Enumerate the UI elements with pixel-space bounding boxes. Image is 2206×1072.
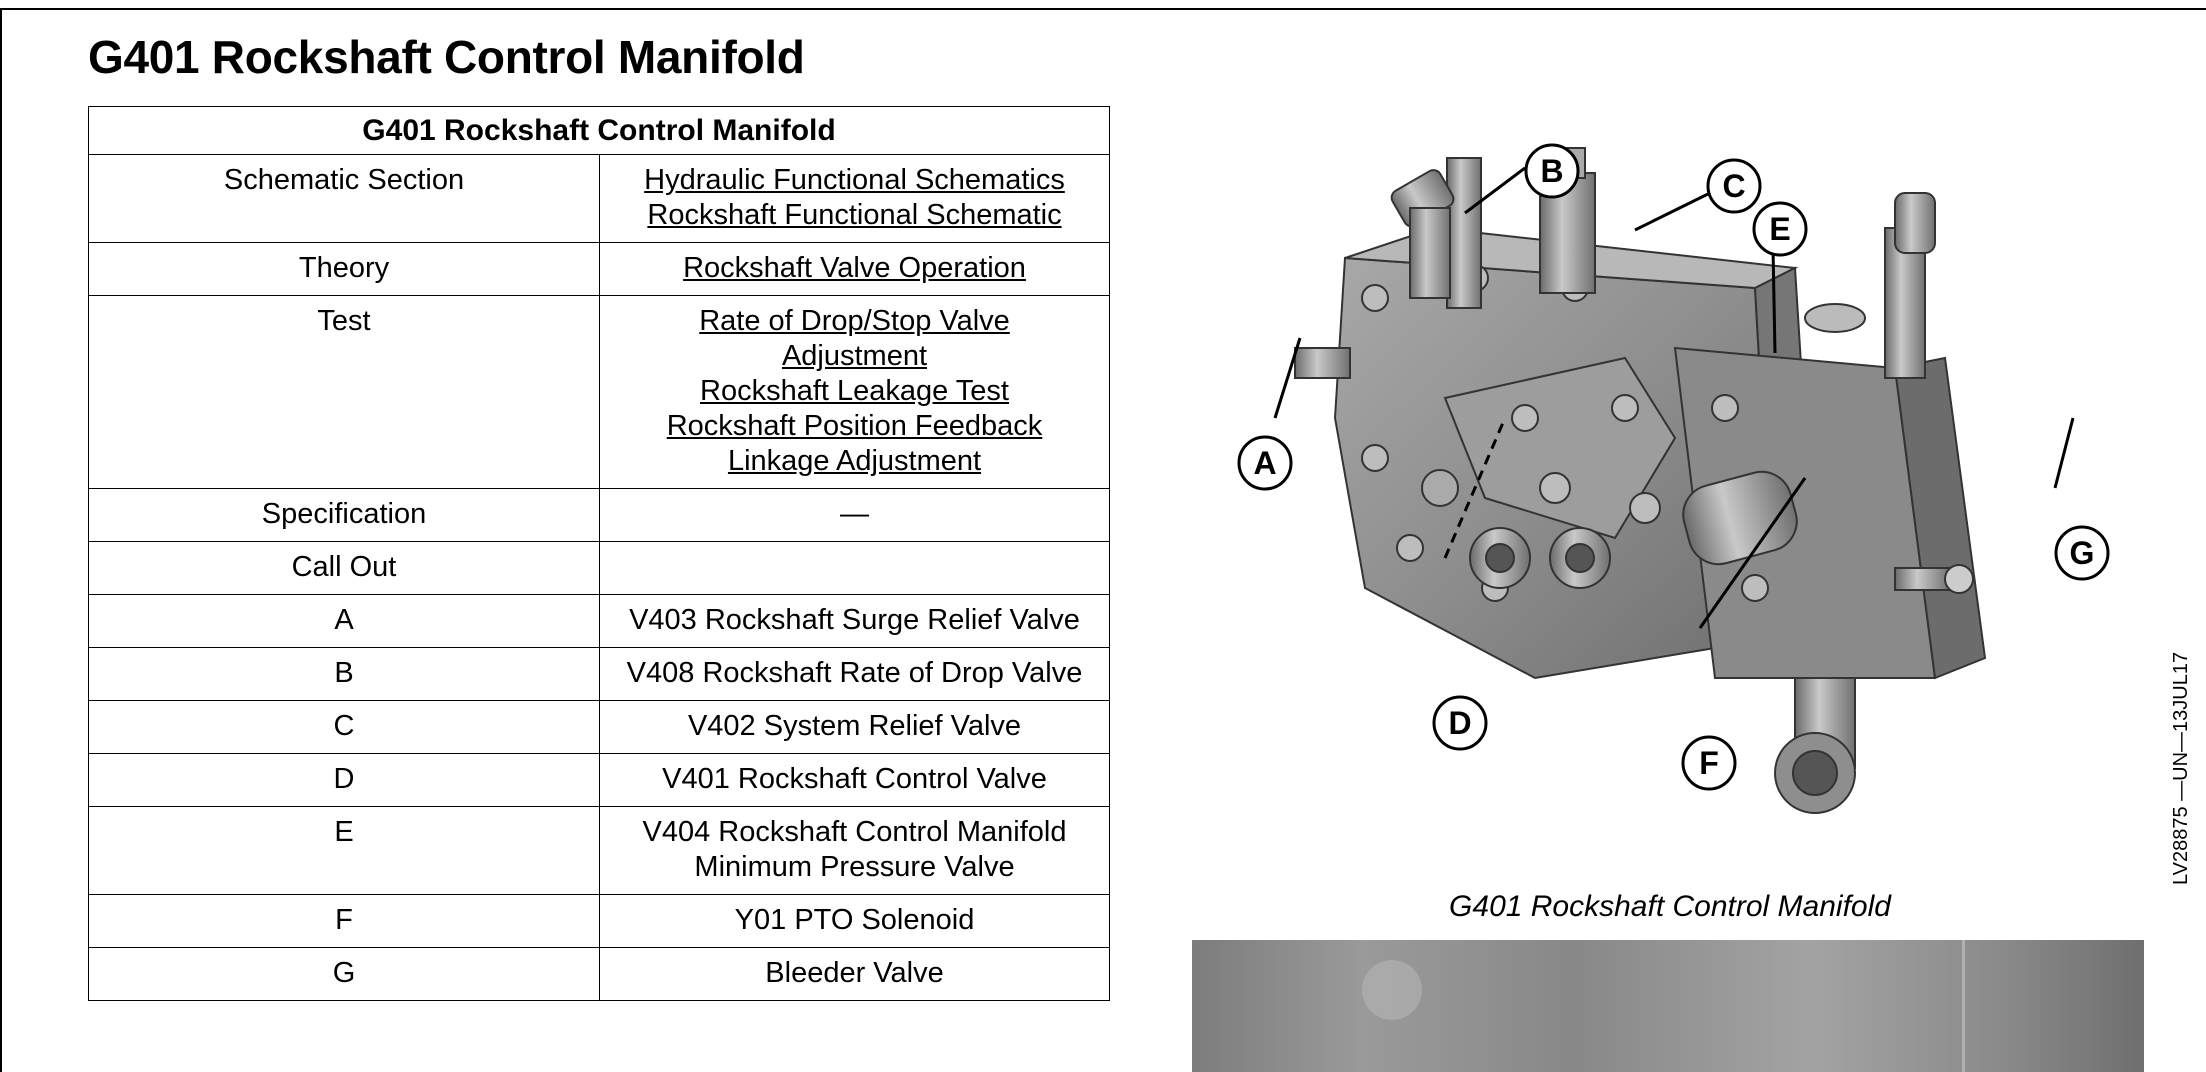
- row-value: Hydraulic Functional Schematics Rockshaf…: [599, 154, 1110, 243]
- photo-detail: [1362, 960, 1422, 1020]
- row-value: Rate of Drop/Stop Valve Adjustment Rocks…: [599, 295, 1110, 489]
- callout-a: A: [1237, 435, 1293, 491]
- svg-text:G: G: [2070, 535, 2095, 571]
- row-value: Rockshaft Valve Operation: [599, 242, 1110, 296]
- svg-text:D: D: [1448, 705, 1471, 741]
- link-rockshaft-valve-operation[interactable]: Rockshaft Valve Operation: [683, 252, 1026, 284]
- table-row: Call Out: [88, 541, 1110, 595]
- row-value: [599, 541, 1110, 595]
- callout-e: E: [1752, 201, 1808, 257]
- row-label: Specification: [88, 488, 600, 542]
- table-row: E V404 Rockshaft Control Manifold Minimu…: [88, 806, 1110, 895]
- table-row: A V403 Rockshaft Surge Relief Valve: [88, 594, 1110, 648]
- row-label: C: [88, 700, 600, 754]
- photo-edge: [1962, 940, 1965, 1072]
- link-rate-of-drop-adjustment[interactable]: Rate of Drop/Stop Valve Adjustment: [699, 305, 1010, 372]
- row-label: Call Out: [88, 541, 600, 595]
- image-code: LV28875 —UN—13JUL17: [2170, 651, 2192, 885]
- row-label: F: [88, 894, 600, 948]
- svg-text:C: C: [1722, 168, 1745, 204]
- row-value: V402 System Relief Valve: [599, 700, 1110, 754]
- table-header-row: G401 Rockshaft Control Manifold: [88, 106, 1110, 155]
- svg-text:F: F: [1699, 745, 1719, 781]
- svg-text:B: B: [1540, 153, 1563, 189]
- row-value: V408 Rockshaft Rate of Drop Valve: [599, 647, 1110, 701]
- link-position-feedback-linkage[interactable]: Rockshaft Position Feedback Linkage Adju…: [666, 410, 1043, 477]
- row-value: —: [599, 488, 1110, 542]
- row-label: G: [88, 947, 600, 1001]
- table-row: B V408 Rockshaft Rate of Drop Valve: [88, 647, 1110, 701]
- table-row: Schematic Section Hydraulic Functional S…: [88, 154, 1110, 243]
- link-rockshaft-leakage-test[interactable]: Rockshaft Leakage Test: [700, 375, 1009, 407]
- row-label: Schematic Section: [88, 154, 600, 243]
- row-value: V403 Rockshaft Surge Relief Valve: [599, 594, 1110, 648]
- callout-c: C: [1706, 158, 1762, 214]
- callout-d: D: [1432, 695, 1488, 751]
- table-row: D V401 Rockshaft Control Valve: [88, 753, 1110, 807]
- manifold-info-table: G401 Rockshaft Control Manifold Schemati…: [88, 106, 1110, 1001]
- link-rockshaft-functional-schematic[interactable]: Rockshaft Functional Schematic: [647, 199, 1062, 231]
- table-row: G Bleeder Valve: [88, 947, 1110, 1001]
- svg-text:A: A: [1253, 445, 1276, 481]
- svg-text:E: E: [1769, 211, 1790, 247]
- link-hydraulic-functional-schematics[interactable]: Hydraulic Functional Schematics: [644, 164, 1065, 196]
- table-row: Theory Rockshaft Valve Operation: [88, 242, 1110, 296]
- callout-b: B: [1524, 143, 1580, 199]
- row-value: Bleeder Valve: [599, 947, 1110, 1001]
- row-label: Theory: [88, 242, 600, 296]
- table-row: Test Rate of Drop/Stop Valve Adjustment …: [88, 295, 1110, 489]
- manifold-photo: [1192, 940, 2144, 1072]
- table-header: G401 Rockshaft Control Manifold: [88, 106, 1110, 155]
- callout-f: F: [1681, 735, 1737, 791]
- page-title: G401 Rockshaft Control Manifold: [88, 31, 805, 83]
- row-value: V404 Rockshaft Control Manifold Minimum …: [599, 806, 1110, 895]
- table-row: F Y01 PTO Solenoid: [88, 894, 1110, 948]
- row-value: V401 Rockshaft Control Valve: [599, 753, 1110, 807]
- row-label: Test: [88, 295, 600, 489]
- table-row: C V402 System Relief Valve: [88, 700, 1110, 754]
- row-label: E: [88, 806, 600, 895]
- row-label: B: [88, 647, 600, 701]
- row-label: A: [88, 594, 600, 648]
- manifold-illustration: A B C E D F G: [1237, 143, 2110, 814]
- page-frame: [0, 8, 2206, 1072]
- callout-g: G: [2054, 525, 2110, 581]
- row-value: Y01 PTO Solenoid: [599, 894, 1110, 948]
- manifold-body: [1294, 147, 1987, 814]
- row-label: D: [88, 753, 600, 807]
- figure-caption: G401 Rockshaft Control Manifold: [1449, 890, 1891, 923]
- table-row: Specification —: [88, 488, 1110, 542]
